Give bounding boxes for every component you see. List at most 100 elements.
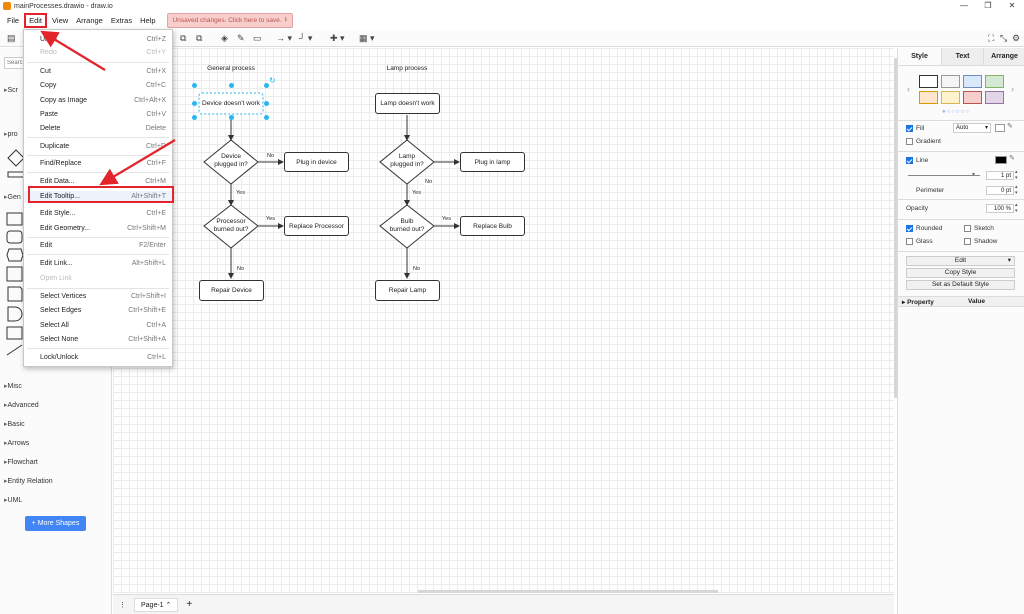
collapse-icon[interactable]: ⤡: [1000, 33, 1008, 43]
section-arrows[interactable]: Arrows: [4, 439, 30, 447]
shape-search-input[interactable]: [4, 57, 24, 69]
node-repair-device[interactable]: Repair Device: [199, 280, 264, 301]
stepper-icon[interactable]: ▴▾: [1015, 169, 1018, 181]
node-replace-processor[interactable]: Replace Processor: [284, 216, 349, 236]
menu-extras[interactable]: Extras: [110, 16, 133, 25]
resize-handle[interactable]: [229, 115, 234, 120]
style-swatch[interactable]: [919, 75, 938, 88]
shadow-icon[interactable]: ▭: [253, 33, 262, 43]
menu-view[interactable]: View: [52, 16, 69, 25]
node-replace-bulb[interactable]: Replace Bulb: [460, 216, 525, 236]
menu-item-edit-style[interactable]: Edit Style...Ctrl+E: [24, 208, 172, 220]
table-icon[interactable]: ▦ ▾: [359, 33, 375, 43]
eyedropper-icon[interactable]: ✎: [1009, 155, 1015, 162]
format-panel-icon[interactable]: ▤: [7, 33, 16, 43]
shadow-checkbox[interactable]: [964, 238, 971, 245]
menu-arrange[interactable]: Arrange: [76, 16, 103, 25]
sketch-checkbox[interactable]: [964, 225, 971, 232]
resize-handle[interactable]: [192, 83, 197, 88]
section-pro[interactable]: pro: [4, 130, 18, 138]
fill-mode-select[interactable]: Auto ▾: [953, 123, 991, 133]
rounded-checkbox[interactable]: [906, 225, 913, 232]
section-basic[interactable]: Basic: [4, 420, 25, 428]
style-swatch[interactable]: [985, 91, 1004, 104]
resize-handle[interactable]: [264, 83, 269, 88]
more-shapes-button[interactable]: + More Shapes: [25, 516, 86, 531]
section-advanced[interactable]: Advanced: [4, 401, 39, 409]
line-color-swatch[interactable]: [995, 156, 1007, 164]
section-scratchpad[interactable]: Scr: [4, 86, 19, 94]
add-page-button[interactable]: +: [186, 599, 193, 610]
style-swatch[interactable]: [941, 75, 960, 88]
section-flowchart[interactable]: Flowchart: [4, 458, 38, 466]
style-page-dots[interactable]: ●○○○○○: [942, 109, 970, 115]
menu-file[interactable]: File: [7, 16, 20, 25]
glass-checkbox[interactable]: [906, 238, 913, 245]
node-lamp-doesnt-work[interactable]: Lamp doesn't work: [375, 93, 440, 114]
menu-item-edit-tooltip[interactable]: Edit Tooltip...Alt+Shift+T: [24, 191, 172, 203]
menu-item-edit-link[interactable]: Edit Link...Alt+Shift+L: [24, 258, 172, 270]
settings-icon[interactable]: ⚙: [1012, 33, 1021, 43]
vertical-scrollbar[interactable]: [894, 58, 897, 398]
property-header[interactable]: ▸ Property: [902, 299, 934, 306]
section-misc[interactable]: Misc: [4, 382, 22, 390]
pages-menu-icon[interactable]: ⋮: [119, 601, 126, 609]
gradient-checkbox[interactable]: [906, 138, 913, 145]
insert-icon[interactable]: ✚ ▾: [330, 33, 345, 43]
close-button[interactable]: ✕: [1008, 1, 1016, 10]
line-pattern-select[interactable]: [908, 175, 980, 176]
maximize-button[interactable]: ❐: [984, 1, 992, 10]
resize-handle[interactable]: [264, 115, 269, 120]
to-back-icon[interactable]: ⧉: [196, 33, 203, 43]
resize-handle[interactable]: [229, 83, 234, 88]
section-uml[interactable]: UML: [4, 496, 23, 504]
node-device-doesnt-work[interactable]: Device doesn't work: [200, 94, 262, 113]
fill-color-swatch[interactable]: [995, 124, 1005, 132]
general-shape-thumbnails[interactable]: [6, 211, 24, 361]
section-entity-relation[interactable]: Entity Relation: [4, 477, 53, 485]
fill-color-icon[interactable]: ◈: [221, 33, 228, 43]
line-checkbox[interactable]: [906, 157, 913, 164]
style-swatch[interactable]: [963, 75, 982, 88]
tab-arrange[interactable]: Arrange: [983, 48, 1024, 66]
line-color-icon[interactable]: ✎: [237, 33, 245, 43]
to-front-icon[interactable]: ⧉: [180, 33, 187, 43]
copy-style-button[interactable]: Copy Style: [906, 268, 1015, 278]
menu-item-open-link[interactable]: Open Link: [24, 273, 172, 285]
resize-handle[interactable]: [264, 101, 269, 106]
style-swatch[interactable]: [941, 91, 960, 104]
unsaved-changes-button[interactable]: Unsaved changes. Click here to save. ⭳: [166, 13, 293, 28]
perimeter-input[interactable]: 0 pt: [986, 186, 1014, 195]
menu-help[interactable]: Help: [140, 16, 156, 25]
line-width-input[interactable]: 1 pt: [986, 171, 1014, 180]
rotate-handle-icon[interactable]: ↻: [269, 76, 276, 85]
resize-handle[interactable]: [192, 101, 197, 106]
fill-checkbox[interactable]: [906, 125, 913, 132]
style-swatch[interactable]: [963, 91, 982, 104]
page-tab[interactable]: Page-1 ⌃: [134, 597, 179, 612]
fullscreen-icon[interactable]: ⛶: [988, 33, 995, 43]
node-plug-in-device[interactable]: Plug in device: [284, 152, 349, 172]
tab-text[interactable]: Text: [941, 48, 983, 66]
stepper-icon[interactable]: ▴▾: [1015, 184, 1018, 196]
next-styles-icon[interactable]: ›: [1011, 84, 1014, 94]
prev-styles-icon[interactable]: ‹: [907, 84, 910, 94]
section-general[interactable]: Gen: [4, 193, 21, 201]
eyedropper-icon[interactable]: ✎: [1007, 123, 1013, 130]
menu-edit[interactable]: Edit: [24, 13, 48, 28]
